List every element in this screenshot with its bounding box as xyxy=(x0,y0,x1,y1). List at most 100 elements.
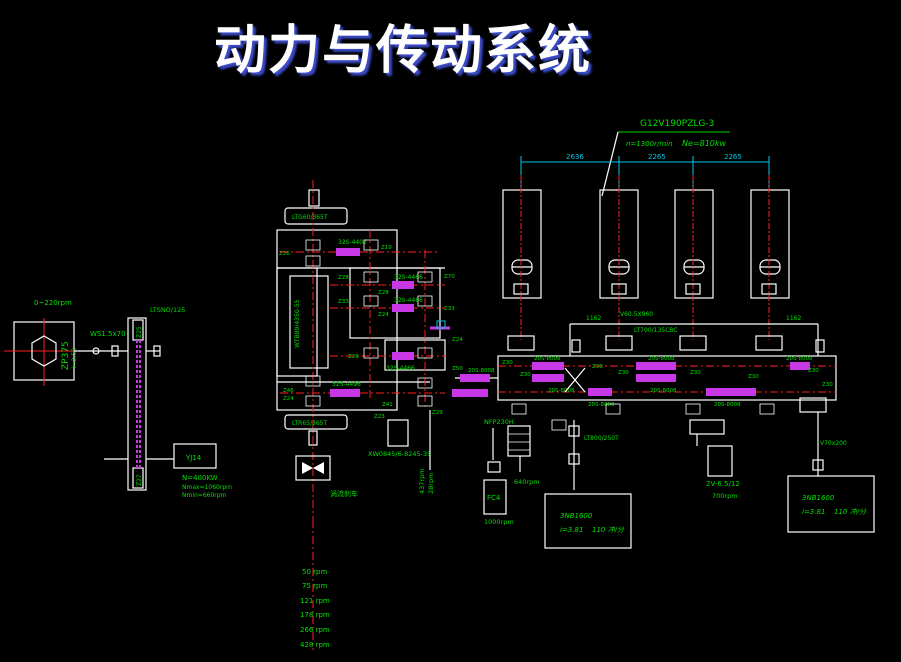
dimension-label: 2265 xyxy=(724,153,742,161)
gear-pack xyxy=(392,352,414,360)
bearing-block xyxy=(417,395,433,407)
drive-tooth-label: Z30 xyxy=(502,360,513,366)
mud-pump-box xyxy=(787,475,875,533)
bearing-block xyxy=(363,295,379,307)
mud-pump-model: 3NB1600 xyxy=(802,494,835,502)
gearbox-chain-5: 32S-4496 xyxy=(332,381,361,388)
bearing-block xyxy=(305,395,321,407)
gearbox-chain-2: 32S-4466 xyxy=(394,274,423,281)
bearing-block xyxy=(417,347,433,359)
engine-group: G12V190PZLG-3 n=1300r/min Ne=810kw 2636 … xyxy=(502,119,790,340)
fc-label: FC4 xyxy=(487,494,501,502)
n-power-label: N=400KW xyxy=(182,474,218,482)
mud-pump-ratio: i=3.81 xyxy=(560,526,583,534)
drive-tooth-label: Z30 xyxy=(748,374,759,380)
bearing-block xyxy=(305,239,321,251)
drive-gear-pack xyxy=(588,388,612,396)
tooth-label: Z24 xyxy=(283,396,294,402)
drive-coupling xyxy=(507,335,535,351)
coupling-label: WS1.5x70 xyxy=(90,330,126,338)
fc-box xyxy=(483,479,507,515)
drive-coupling-label: V70x200 xyxy=(820,440,847,447)
drive-gear-pack xyxy=(532,374,564,382)
tooth-bottom-label: Z27 xyxy=(136,474,143,486)
drive-chain-label: 20S-8008 xyxy=(548,388,575,394)
tower-coupling xyxy=(153,345,161,357)
gearbox-group: LTG60/365T WTB89/4350-55 32S-4402 32S-44… xyxy=(276,180,488,520)
drive-line-group: 1162 1162 V60.5X960 LT700/135CBC LT800/2… xyxy=(455,311,847,526)
pump-small-label: XW0845/6-8245-35 xyxy=(368,450,431,458)
bearing-block xyxy=(363,347,379,359)
brake-coupling xyxy=(308,430,318,446)
rpm-1000-label: 1000rpm xyxy=(484,518,514,526)
tooth-label: Z28 xyxy=(338,275,349,281)
gear-pack xyxy=(392,304,414,312)
drive-gear-pack xyxy=(636,362,676,370)
tooth-label: Z19 xyxy=(381,245,392,251)
drive-chain-label: 20S-8008 xyxy=(588,402,615,408)
drive-tooth-label: Z30 xyxy=(592,364,603,370)
drive-tooth-label: Z30 xyxy=(822,382,833,388)
tooth-label: Z46 xyxy=(283,388,294,394)
chain-bottom-box xyxy=(284,414,348,430)
mud-pump-box xyxy=(544,493,632,549)
mud-pump-model: 3NB1600 xyxy=(560,512,593,520)
out-teeth-label: 28rpm xyxy=(427,473,435,494)
drive-bearing xyxy=(551,419,567,431)
engine-coupling xyxy=(761,283,777,295)
drive-bearing xyxy=(685,403,701,415)
gearbox-mid-cell xyxy=(384,339,446,371)
cross-gear-line xyxy=(564,367,586,393)
drive-left-stack xyxy=(507,425,531,457)
motor-ratio-label: i=2.58 xyxy=(71,348,78,368)
drive-bearing xyxy=(605,403,621,415)
gear-pack xyxy=(452,389,488,397)
drive-coupling-label: V60.5X960 xyxy=(620,311,653,318)
pump-1-coupling xyxy=(568,453,580,465)
page-title: 动力与传动系统 xyxy=(214,20,593,81)
mid-pump-block xyxy=(689,419,725,435)
rpm-item: 50 rpm xyxy=(302,568,327,576)
rpm-list: 50 rpm 75 rpm 121 rpm 178 rpm 266 rpm 42… xyxy=(300,520,330,650)
rpm-700-label: 700rpm xyxy=(712,492,738,500)
pump-1-coupling xyxy=(568,425,580,437)
vertical-shaft-label: WTB89/4350-55 xyxy=(294,299,301,348)
motor-coupling-block xyxy=(111,345,119,357)
drive-coupling-label: LT700/135CBC xyxy=(634,327,678,334)
coupling-icon xyxy=(92,347,100,355)
tooth-label: Z28 xyxy=(378,290,389,296)
tooth-label: Z24 xyxy=(378,312,389,318)
drive-gear-pack xyxy=(532,362,564,370)
yj-label: YJ14 xyxy=(185,454,202,462)
n-min-label: Nmin=660rpm xyxy=(182,492,227,499)
pump-2-coupling xyxy=(812,459,824,471)
tooth-label: Z50 xyxy=(452,366,463,372)
drive-coupling xyxy=(679,335,707,351)
drive-chain-label: 20S-8008 xyxy=(714,402,741,408)
drive-coupling-label: LT800/250T xyxy=(584,435,619,442)
motor-model-label: ZP375 xyxy=(61,341,71,370)
drive-tooth-label: Z30 xyxy=(618,370,629,376)
drive-gear-pack xyxy=(790,362,810,370)
drive-small-coupling xyxy=(571,339,581,353)
tooth-label: Z41 xyxy=(382,402,393,408)
drive-gear-pack xyxy=(460,374,490,382)
drive-chain-label: 20S-8008 xyxy=(786,356,813,362)
gearbox-upper-cell xyxy=(349,267,441,339)
out-rpm-label: 437rpm xyxy=(418,468,426,494)
gear-pack xyxy=(392,281,414,289)
drive-right-coupling xyxy=(799,397,827,413)
vertical-shaft-box xyxy=(289,275,329,369)
drive-tooth-label: Z30 xyxy=(690,370,701,376)
engine-power-label: Ne=810kw xyxy=(682,139,727,148)
chain-top-label: LTG60/365T xyxy=(292,214,328,221)
engine-coupling xyxy=(611,283,627,295)
gearbox-chain-3: 32S-4466 xyxy=(394,297,423,304)
engine-box xyxy=(502,189,542,299)
drive-coupling-label: 1162 xyxy=(786,315,801,322)
tooth-label: Z23 xyxy=(374,414,385,420)
drive-bearing xyxy=(759,403,775,415)
tooth-label: Z29 xyxy=(432,410,443,416)
drive-coupling-label: 1162 xyxy=(586,315,601,322)
